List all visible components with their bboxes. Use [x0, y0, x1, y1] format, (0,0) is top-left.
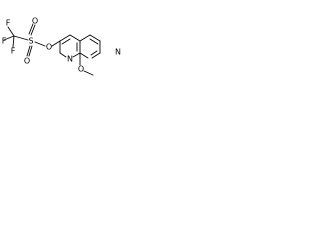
- structure-diagram: F F F S O O O N N O: [2, 17, 121, 76]
- bond-o-ring: [51, 40, 61, 47]
- ring1-bond-4: [72, 52, 81, 58]
- bond-c-f2: [3, 35, 15, 41]
- atom-o-methoxy: O: [78, 65, 84, 74]
- bond-c-f3: [12, 35, 15, 48]
- ring2-bond-2-double: [89, 38, 99, 45]
- atom-o-link: O: [46, 43, 52, 52]
- bonds: [3, 23, 101, 76]
- bond-s-o-link: [34, 41, 46, 47]
- ring1-bond-5: [59, 52, 67, 58]
- bond-c-s: [13, 35, 29, 41]
- atom-f1: F: [6, 19, 11, 28]
- bond-s-o-down-a: [26, 45, 31, 57]
- bond-s-o-up-a: [30, 24, 36, 36]
- ring1-bond-1-double: [61, 38, 71, 45]
- bond-o-methyl: [83, 70, 94, 76]
- ring1-bond-2: [69, 34, 81, 42]
- bond-s-o-up-b: [28, 23, 34, 35]
- ring2-bond-1: [79, 34, 91, 42]
- bond-s-o-down-b: [28, 45, 33, 57]
- atom-n1: N: [67, 55, 73, 64]
- ring2-bond-5: [79, 52, 89, 59]
- atom-s: S: [28, 37, 33, 46]
- atom-f2: F: [2, 37, 7, 46]
- atom-o-up: O: [32, 17, 38, 26]
- ring2-bond-4-double: [90, 50, 98, 56]
- atom-n2: N: [115, 48, 121, 57]
- ring1-bond-1: [59, 34, 71, 42]
- atom-f3: F: [11, 47, 16, 56]
- ring2-bond-2: [89, 34, 101, 42]
- molecule-canvas: F F F S O O O N N O: [0, 0, 132, 92]
- atom-labels: F F F S O O O N N O: [2, 17, 121, 74]
- ring2-bond-4: [91, 52, 101, 59]
- atom-o-down: O: [24, 57, 30, 66]
- bond-c-f1: [7, 26, 15, 37]
